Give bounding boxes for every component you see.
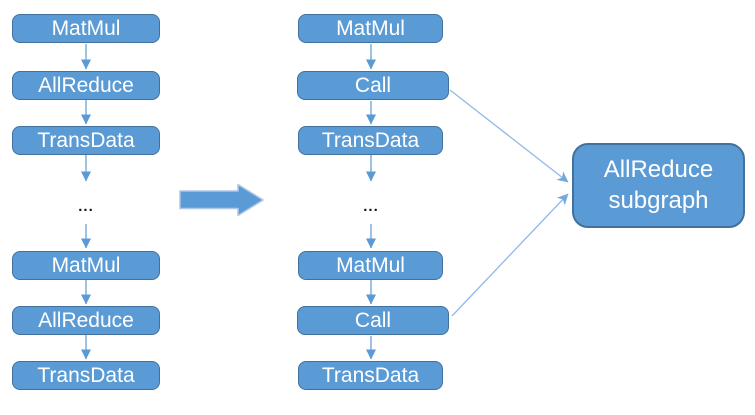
- left-node-transdata-2: TransData: [12, 361, 160, 390]
- left-node-allreduce-1: AllReduce: [12, 71, 160, 100]
- transform-arrow-icon: [179, 183, 264, 217]
- middle-node-transdata-1: TransData: [298, 126, 443, 155]
- allreduce-subgraph-node: AllReduce subgraph: [572, 143, 745, 228]
- middle-ellipsis: ...: [363, 198, 379, 215]
- middle-node-transdata-2: TransData: [298, 361, 443, 390]
- left-node-matmul-2: MatMul: [12, 251, 160, 280]
- left-ellipsis: ...: [78, 198, 94, 215]
- call-top-to-subgraph-connector: [449, 89, 569, 183]
- left-node-matmul-1: MatMul: [12, 14, 160, 43]
- call-bottom-to-subgraph-connector: [451, 193, 569, 317]
- middle-node-call-2: Call: [297, 306, 449, 335]
- middle-node-call-1: Call: [297, 71, 449, 100]
- middle-node-matmul-2: MatMul: [298, 251, 443, 280]
- left-node-transdata-1: TransData: [12, 126, 160, 155]
- subgraph-label-line2: subgraph: [608, 186, 709, 214]
- middle-node-matmul-1: MatMul: [298, 14, 443, 43]
- left-node-allreduce-2: AllReduce: [12, 306, 160, 335]
- subgraph-label-line1: AllReduce: [603, 156, 714, 184]
